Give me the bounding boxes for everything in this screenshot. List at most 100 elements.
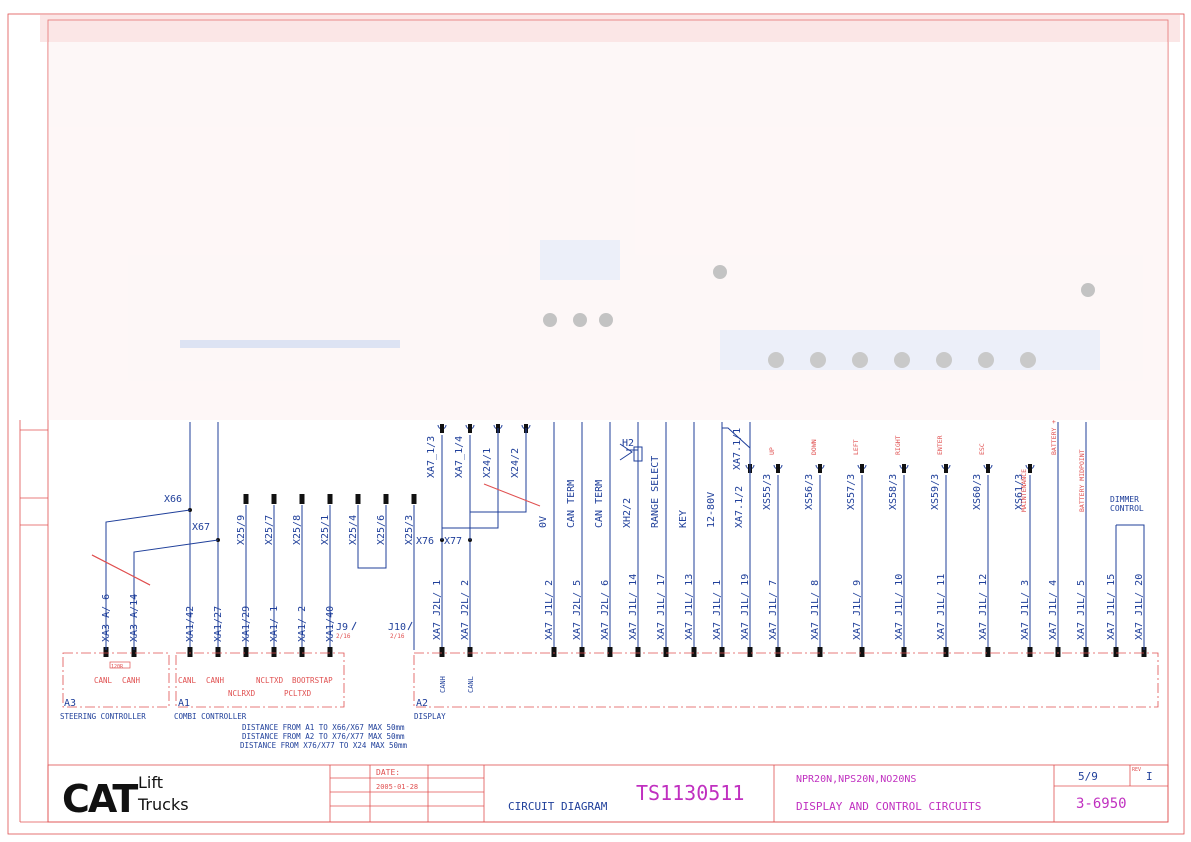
- note-1: DISTANCE FROM A1 TO X66/X67 MAX 50mm: [242, 723, 405, 732]
- xa7-1-1-label: XA7.1/1: [732, 428, 743, 470]
- j1-pin-label: XA7 J1L/ 13: [684, 574, 695, 640]
- resistor-label: 120R: [111, 664, 124, 670]
- date-label: DATE:: [376, 768, 400, 777]
- x25-pin-label: X25/7: [264, 515, 275, 545]
- j1-signal-label: XS55/3: [762, 474, 773, 510]
- a2-can-pin-label: XA7 J2L/ 1: [432, 580, 443, 640]
- j1-pin: [1141, 647, 1147, 657]
- switch-name: LEFT: [852, 439, 860, 455]
- j1-pin: [691, 647, 697, 657]
- switch-name: RIGHT: [894, 435, 902, 455]
- j1-signal-label: XH2/2: [622, 498, 633, 528]
- j10-ref: 2/16: [390, 633, 405, 640]
- a2-can-pin-label: XA7 J2L/ 2: [460, 580, 471, 640]
- x25-pin-label: X25/4: [348, 515, 359, 545]
- switch-name: ESC: [978, 443, 986, 455]
- j1-pin: [663, 647, 669, 657]
- j10-label: J10: [388, 622, 406, 633]
- resistor: [109, 661, 131, 669]
- a2-label: A2: [416, 698, 428, 709]
- note-2: DISTANCE FROM A2 TO X76/X77 MAX 50mm: [242, 732, 405, 741]
- j1-pin: [943, 647, 949, 657]
- brand-sub-lift: Lift: [138, 773, 163, 792]
- x25-pin-label: X25/3: [404, 515, 415, 545]
- j1-pin-label: XA7 J1L/ 11: [936, 574, 947, 640]
- j1-pin-label: XA7 J1L/ 19: [740, 574, 751, 640]
- j1-pin: [719, 647, 725, 657]
- a1-pin-label: XA1/27: [213, 606, 224, 642]
- j1-signal-label: XS59/3: [930, 474, 941, 510]
- a1-pin: [187, 647, 193, 657]
- j1-signal-label: KEY: [678, 510, 689, 528]
- switch-name: ENTER: [936, 435, 944, 455]
- x25-pin-top: [299, 494, 305, 504]
- component-boxes: [62, 652, 1159, 708]
- j9-label: J9: [336, 622, 348, 633]
- j1-pin-label: XA7 J1L/ 7: [768, 580, 779, 640]
- title-block: [47, 764, 1169, 823]
- switch-name: DOWN: [810, 439, 818, 455]
- rev-value: I: [1146, 770, 1153, 783]
- date-value: 2005-01-28: [376, 783, 418, 791]
- a1-canh: CANH: [206, 676, 225, 685]
- x25-pin-label: X25/8: [292, 515, 303, 545]
- j1-signal-label: XS56/3: [804, 474, 815, 510]
- switch-connector-body: [860, 464, 864, 473]
- switch-name: BATTERY +: [1050, 420, 1058, 455]
- j1-pin: [1113, 647, 1119, 657]
- j1-pin-label: XA7 J1L/ 12: [978, 574, 989, 640]
- a2-can-pin: [439, 647, 445, 657]
- j1-pin: [607, 647, 613, 657]
- note-3: DISTANCE FROM X76/X77 TO X24 MAX 50mm: [240, 741, 408, 750]
- xa7-top-label: XA7_1/3: [426, 436, 437, 478]
- diagram-number: TS1130511: [636, 781, 744, 805]
- x25-pin-top: [411, 494, 417, 504]
- j1-pin-label: XA7 J1L/ 5: [1076, 580, 1087, 640]
- a1-canl: CANL: [178, 676, 197, 685]
- j1-signal-label: CAN TERM: [566, 480, 577, 528]
- switch-connector-body: [776, 464, 780, 473]
- x25-pin-top: [271, 494, 277, 504]
- a1-pin-label: XA1/ 2: [297, 606, 308, 642]
- j1-pin: [579, 647, 585, 657]
- j1-pin: [1083, 647, 1089, 657]
- j1-pin: [859, 647, 865, 657]
- switch-name: UP: [768, 447, 776, 455]
- rev-label: REV: [1132, 767, 1141, 773]
- a3-canl: CANL: [94, 676, 113, 685]
- j1-signal-label: RANGE SELECT: [650, 456, 661, 528]
- static-wiring: [91, 427, 1145, 650]
- j1-signal-label: XS61/3: [1014, 474, 1025, 510]
- a2-can-pin: [467, 647, 473, 657]
- j1-pin-label: XA7 J1L/ 20: [1134, 574, 1145, 640]
- wires-layer: [188, 422, 1145, 650]
- switch-connector-body: [986, 464, 990, 473]
- a2-box: [413, 652, 1159, 708]
- j1-pin-label: XA7 J1L/ 4: [1048, 580, 1059, 640]
- j1-signal-label: CAN TERM: [594, 480, 605, 528]
- a2-name: DISPLAY: [414, 712, 446, 721]
- a2-can-signal: CANH: [439, 676, 447, 693]
- sheet-number: 5/9: [1078, 770, 1098, 783]
- xa7-top-pin-body: [468, 424, 472, 433]
- j1-pin-label: XA7 J1L/ 14: [628, 574, 639, 640]
- cat-logo: CAT Lift Trucks: [62, 773, 189, 821]
- a3-label: A3: [64, 698, 76, 709]
- j1-pin: [1055, 647, 1061, 657]
- j1-pin: [817, 647, 823, 657]
- a3-pin: [131, 647, 137, 657]
- dimmer-label-2: CONTROL: [1110, 504, 1144, 513]
- x77-label: X77: [444, 536, 462, 547]
- a1-pcltxd: PCLTXD: [284, 689, 312, 698]
- x66-label: X66: [164, 494, 182, 505]
- x25-pin-top: [243, 494, 249, 504]
- j1-pin-label: XA7 J1L/ 1: [712, 580, 723, 640]
- x25-pin-top: [327, 494, 333, 504]
- a1-nclrxd: NCLRXD: [228, 689, 256, 698]
- a1-pin-label: XA1/29: [241, 606, 252, 642]
- j1-pin-label: XA7 J2L/ 6: [600, 580, 611, 640]
- j1-signal-label: XS60/3: [972, 474, 983, 510]
- switch-connector-body: [944, 464, 948, 473]
- brand-text: CAT: [62, 777, 138, 821]
- a3-canh: CANH: [122, 676, 141, 685]
